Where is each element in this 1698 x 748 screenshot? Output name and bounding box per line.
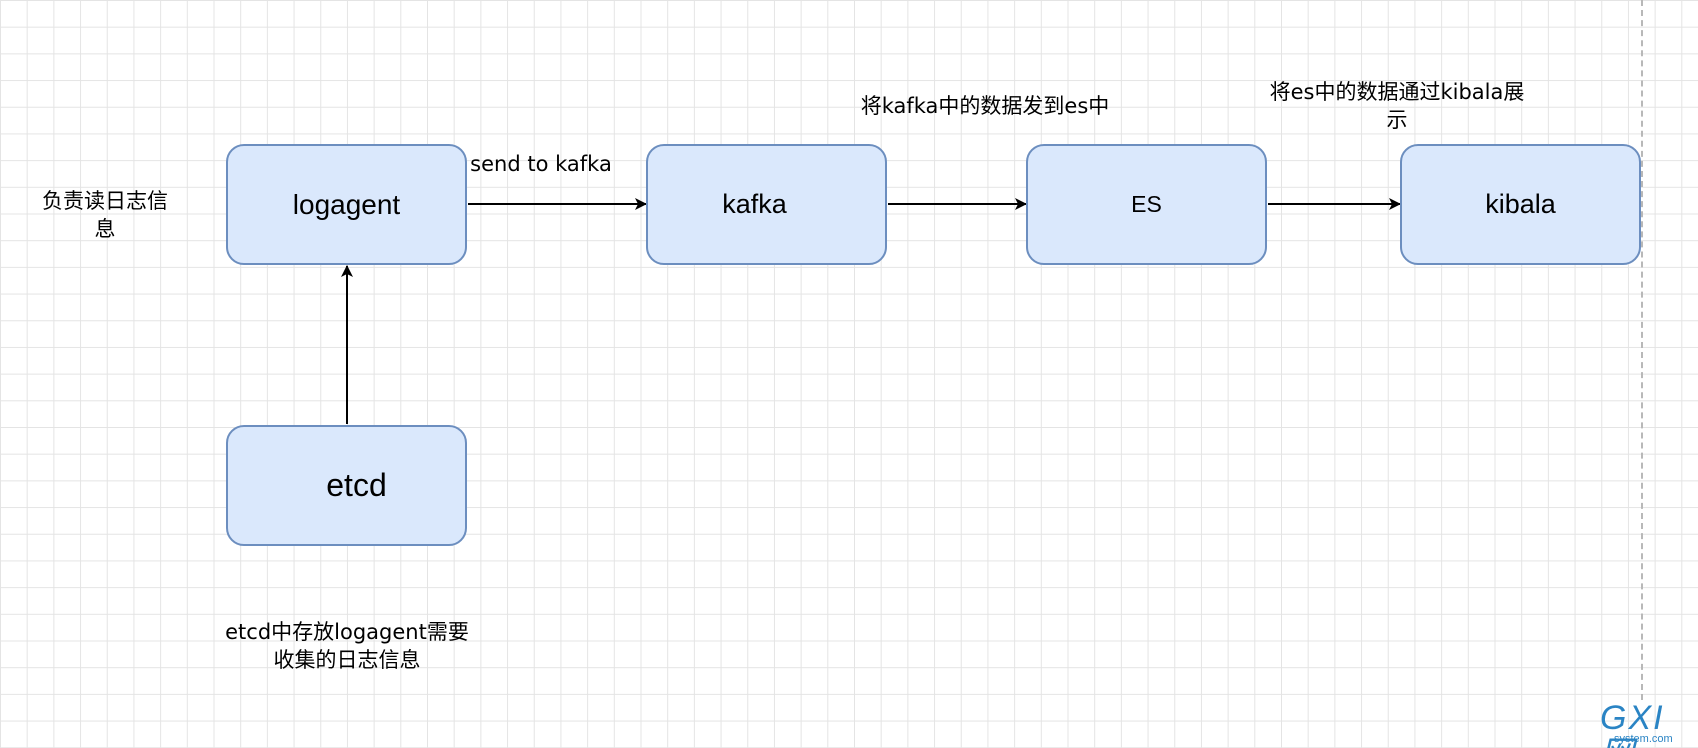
es-to-kibala-line2: 示 xyxy=(1386,108,1408,132)
kafka-to-es-text: 将kafka中的数据发到es中 xyxy=(860,94,1110,118)
node-etcd[interactable]: etcd xyxy=(226,425,467,546)
send-to-kafka-text: send to kafka xyxy=(470,152,612,176)
watermark-main: GXI网 xyxy=(1600,699,1665,748)
etcd-role-line2: 收集的日志信息 xyxy=(273,648,421,672)
es-to-kibala-annotation: 将es中的数据通过kibala展 示 xyxy=(1242,78,1552,134)
logagent-role-line1: 负责读日志信 xyxy=(42,189,168,213)
watermark-sub: system.com xyxy=(1614,733,1673,745)
page-boundary-dashed-line xyxy=(1641,0,1643,700)
node-kafka-label: kafka xyxy=(722,189,787,219)
logagent-role-line2: 息 xyxy=(94,217,116,241)
node-kibala-label: kibala xyxy=(1485,189,1556,219)
node-logagent[interactable]: logagent xyxy=(226,144,467,265)
send-to-kafka-annotation: send to kafka xyxy=(466,150,616,178)
node-es[interactable]: ES xyxy=(1026,144,1267,265)
node-kibala[interactable]: kibala xyxy=(1400,144,1641,265)
node-etcd-label: etcd xyxy=(326,467,387,503)
es-to-kibala-line1: 将es中的数据通过kibala展 xyxy=(1269,80,1525,104)
etcd-role-annotation: etcd中存放logagent需要 收集的日志信息 xyxy=(197,618,497,674)
kafka-to-es-annotation: 将kafka中的数据发到es中 xyxy=(835,92,1135,120)
node-es-label: ES xyxy=(1131,191,1162,217)
node-logagent-label: logagent xyxy=(292,188,401,220)
watermark-logo: GXI网 system.com xyxy=(1600,699,1696,748)
node-kafka[interactable]: kafka xyxy=(646,144,887,265)
logagent-role-annotation: 负责读日志信 息 xyxy=(20,187,190,243)
etcd-role-line1: etcd中存放logagent需要 xyxy=(225,620,469,644)
